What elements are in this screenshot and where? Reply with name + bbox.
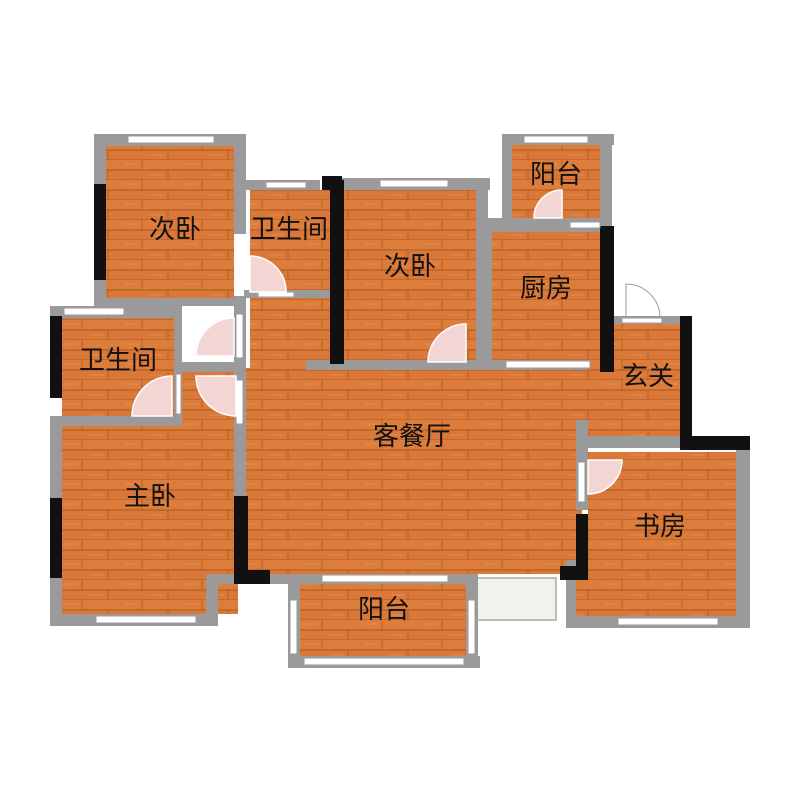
door-secondary-bedroom-1 — [195, 317, 235, 357]
label-living-dining-room: 客餐厅 — [373, 422, 451, 452]
windows — [63, 135, 719, 666]
floor-entrance — [578, 320, 682, 440]
doors — [131, 189, 623, 495]
floor-areas — [62, 145, 740, 658]
floor-living-dining-room — [246, 368, 582, 574]
door-entrance — [625, 283, 661, 319]
label-bathroom-1: 卫生间 — [250, 215, 328, 245]
label-kitchen: 厨房 — [520, 274, 572, 304]
label-bathroom-2: 卫生间 — [79, 346, 157, 376]
label-secondary-bedroom-1: 次卧 — [149, 215, 201, 245]
label-balcony-top: 阳台 — [530, 160, 582, 190]
walls-black — [50, 176, 750, 584]
label-balcony-bottom: 阳台 — [358, 595, 410, 625]
label-secondary-bedroom-2: 次卧 — [384, 252, 436, 282]
label-master-bedroom: 主卧 — [124, 482, 176, 512]
door-bathroom-2 — [131, 375, 173, 417]
door-master-bedroom — [195, 375, 237, 417]
room-labels: 次卧 卫生间 次卧 阳台 厨房 卫生间 玄关 客餐厅 主卧 书房 阳台 — [79, 160, 686, 625]
label-study: 书房 — [634, 512, 686, 542]
door-balcony-top — [533, 189, 563, 219]
open-terrace — [471, 577, 557, 621]
floor-balcony-bottom — [300, 584, 466, 658]
door-study — [587, 459, 623, 495]
floor-corridor — [250, 298, 334, 368]
door-secondary-bedroom-2 — [427, 323, 467, 363]
label-entrance: 玄关 — [622, 362, 674, 392]
floor-secondary-bedroom-1 — [106, 146, 234, 304]
door-bathroom-1 — [249, 255, 287, 293]
